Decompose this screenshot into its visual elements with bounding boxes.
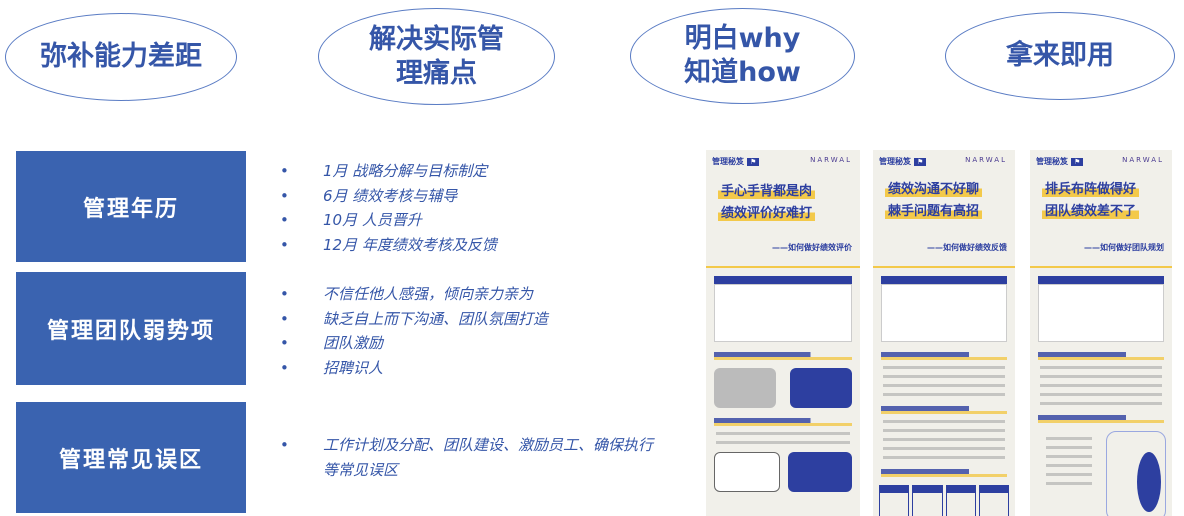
poster-headline: 排兵布阵做得好 [1042,178,1140,197]
list-item: 12月 年度绩效考核及反馈 [280,233,497,258]
poster-logo: 管理秘笈⚑ [879,156,927,167]
poster-performance-evaluation: 管理秘笈⚑ NARWAL 手心手背都是肉 绩效评价好难打 ——如何做好绩效评价 [706,150,860,516]
oval-solve-pain-points: 解决实际管理痛点 [318,8,555,105]
list-item: 不信任他人感强，倾向亲力亲为 [280,282,548,307]
list-item: 10月 人员晋升 [280,208,497,233]
oval-ready-to-use: 拿来即用 [945,12,1175,100]
weakness-list: 不信任他人感强，倾向亲力亲为 缺乏自上而下沟通、团队氛围打造 团队激励 招聘识人 [280,282,548,380]
poster-illustration [714,284,852,342]
poster-subtitle: ——如何做好绩效评价 [772,243,852,252]
poster-headline: 团队绩效差不了 [1042,200,1140,219]
poster-logo: 管理秘笈⚑ [712,156,760,167]
poster-headline: 棘手问题有高招 [885,200,983,219]
poster-brand: NARWAL [810,156,852,164]
list-item: 团队激励 [280,331,548,356]
oval-close-gap: 弥补能力差距 [5,13,237,101]
calendar-list: 1月 战略分解与目标制定 6月 绩效考核与辅导 10月 人员晋升 12月 年度绩… [280,159,497,257]
section-label-weakness: 管理团队弱势项 [16,272,246,385]
poster-brand: NARWAL [965,156,1007,164]
poster-subtitle: ——如何做好团队规划 [1084,243,1164,252]
list-item: 工作计划及分配、团队建设、激励员工、确保执行等常见误区 [280,433,660,482]
oval-why-how: 明白why知道how [630,8,855,104]
poster-illustration [1038,284,1164,342]
poster-headline: 绩效评价好难打 [718,202,816,221]
poster-subtitle: ——如何做好绩效反馈 [927,243,1007,252]
poster-illustration [881,284,1007,342]
poster-brand: NARWAL [1122,156,1164,164]
poster-logo: 管理秘笈⚑ [1036,156,1084,167]
list-item: 6月 绩效考核与辅导 [280,184,497,209]
section-label-calendar: 管理年历 [16,151,246,262]
list-item: 1月 战略分解与目标制定 [280,159,497,184]
poster-headline: 手心手背都是肉 [718,180,816,199]
list-item: 缺乏自上而下沟通、团队氛围打造 [280,307,548,332]
misconceptions-list: 工作计划及分配、团队建设、激励员工、确保执行等常见误区 [280,433,660,482]
poster-headline: 绩效沟通不好聊 [885,178,983,197]
section-label-misconceptions: 管理常见误区 [16,402,246,513]
list-item: 招聘识人 [280,356,548,381]
poster-team-planning: 管理秘笈⚑ NARWAL 排兵布阵做得好 团队绩效差不了 ——如何做好团队规划 [1030,150,1172,516]
poster-performance-feedback: 管理秘笈⚑ NARWAL 绩效沟通不好聊 棘手问题有高招 ——如何做好绩效反馈 [873,150,1015,516]
